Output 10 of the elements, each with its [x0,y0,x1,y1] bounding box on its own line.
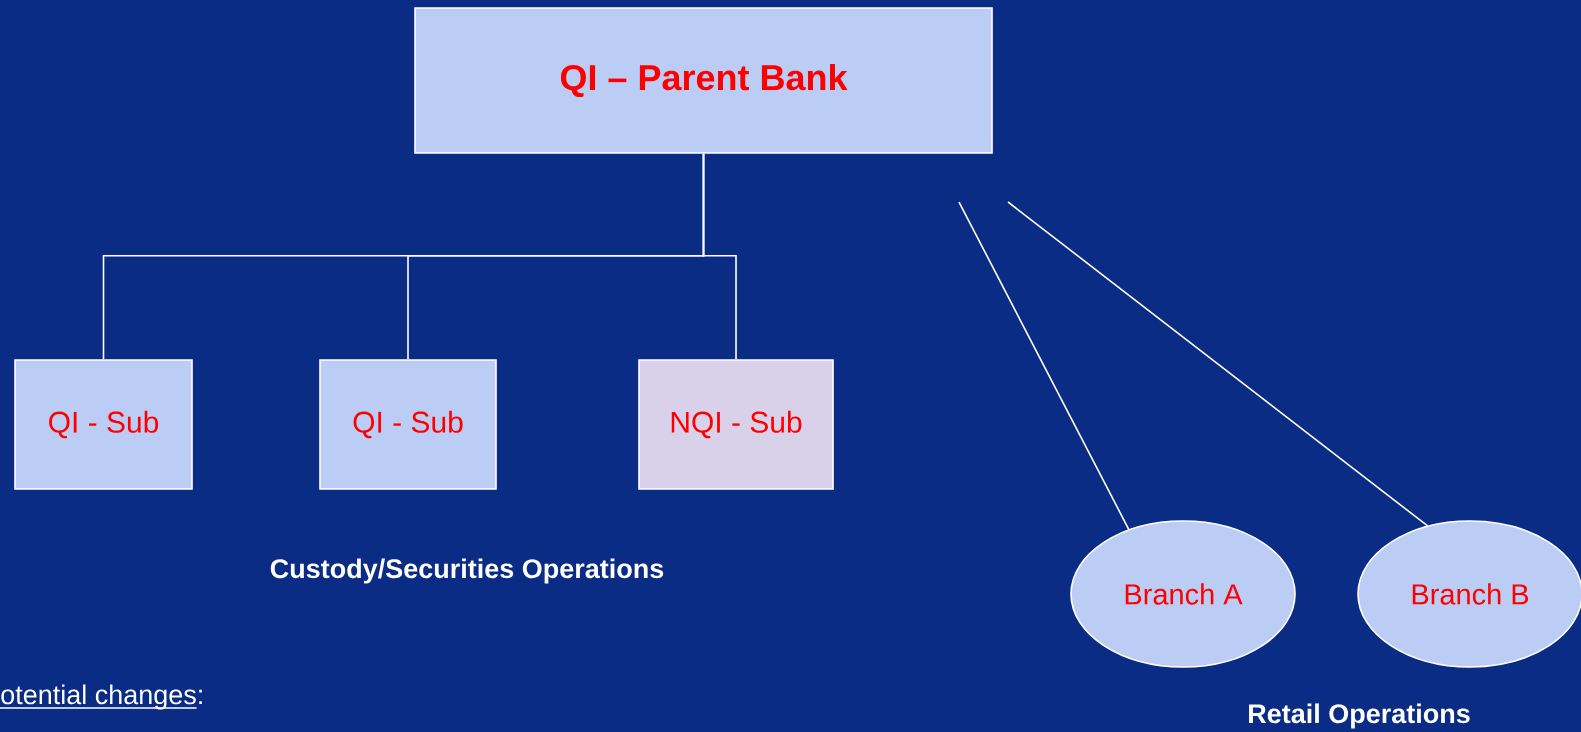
connector-line [1007,201,1429,527]
note-text: otential changes: [0,684,202,710]
section-caption: Custody/Securities Operations [270,558,664,584]
connector-line [958,201,1130,531]
org-box: QI – Parent Bank [414,7,993,154]
org-box: NQI - Sub [638,359,834,490]
org-box: QI - Sub [319,359,497,490]
section-caption: Retail Operations [1249,703,1470,729]
connector-line [702,153,737,360]
org-box: QI - Sub [14,359,193,490]
